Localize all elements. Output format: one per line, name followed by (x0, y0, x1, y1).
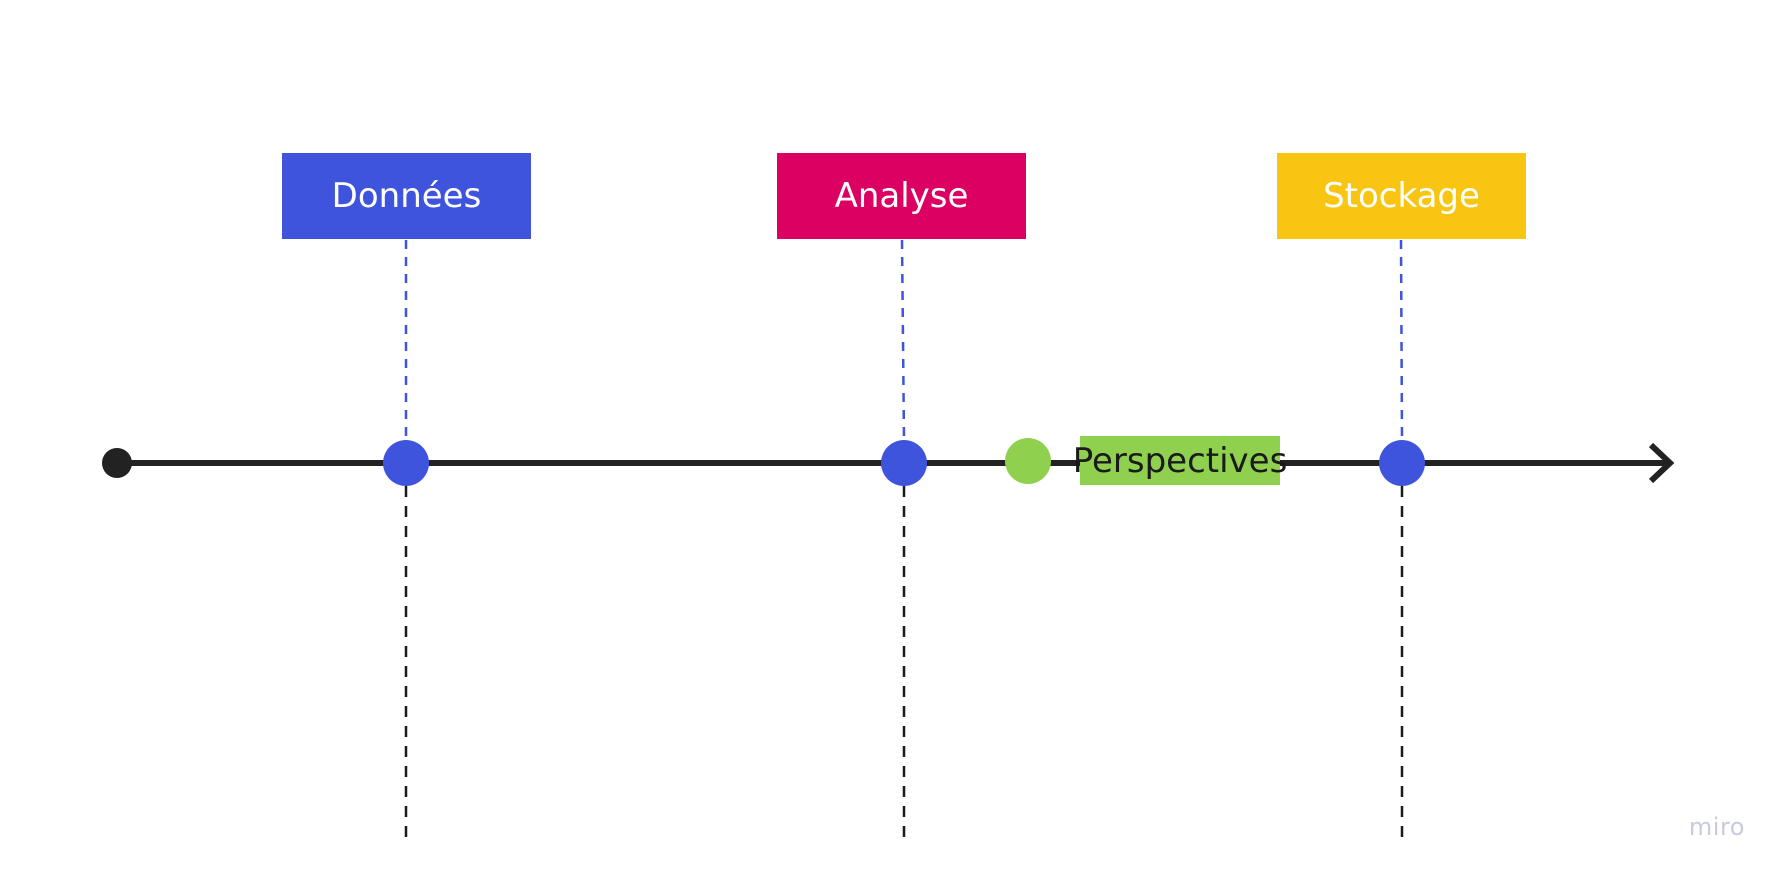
connector-analyse (900, 239, 906, 441)
milestone-label-stockage: Stockage (1323, 176, 1480, 216)
perspectives-highlight (1080, 436, 1280, 485)
milestone-label-analyse: Analyse (834, 176, 969, 216)
milestone-box-stockage: Stockage (1277, 153, 1526, 239)
milestone-box-analyse: Analyse (777, 153, 1026, 239)
miro-watermark: miro (1688, 813, 1745, 841)
timeline-start-dot (102, 448, 132, 478)
milestone-box-donnees: Données (282, 153, 531, 239)
node-donnees (383, 440, 429, 486)
perspectives-text: Perspectives (1072, 440, 1288, 481)
milestone-label-donnees: Données (331, 176, 482, 216)
timeline-arrowhead (1648, 442, 1675, 484)
perspectives-label: Perspectives (1073, 436, 1288, 485)
node-analyse (881, 440, 927, 486)
node-perspectives (1005, 438, 1051, 484)
connector-stockage (1399, 239, 1404, 441)
node-stockage (1379, 440, 1425, 486)
